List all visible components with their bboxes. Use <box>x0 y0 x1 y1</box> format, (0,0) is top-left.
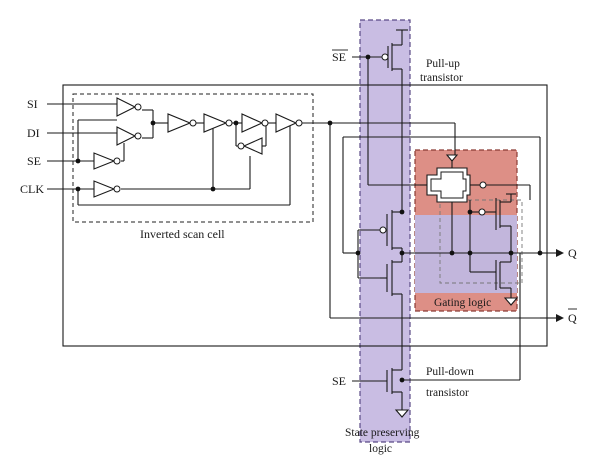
si-label: SI <box>27 97 38 111</box>
inverter-clk <box>93 180 116 198</box>
q-label: Q <box>568 246 577 260</box>
pullup-label-1: Pull-up <box>426 58 460 70</box>
di-label: DI <box>27 126 40 140</box>
scan-cell-box <box>72 93 314 223</box>
scan-cell-label: Inverted scan cell <box>140 227 225 241</box>
pulldown-label-1: Pull-down <box>426 366 474 378</box>
q-bar-label: Q <box>568 311 577 325</box>
transmission-gate <box>426 167 471 203</box>
tristate-out <box>275 113 298 133</box>
tristate-latch <box>203 113 228 133</box>
pulldown-label-2: transistor <box>426 387 469 399</box>
outer-frame <box>62 84 548 347</box>
tristate-di <box>116 126 137 146</box>
inverter-1 <box>167 113 192 133</box>
ground-symbol-pulldown <box>394 409 410 418</box>
scan-cell-gates <box>93 97 303 198</box>
state-preserving-label-2: logic <box>369 443 392 455</box>
overlap-region <box>415 215 517 293</box>
ground-symbol-gating <box>503 297 519 306</box>
se-bottom-label: SE <box>332 374 346 388</box>
pullup-label-2: transistor <box>420 72 463 84</box>
se-input-label: SE <box>27 154 41 168</box>
se-bar-label: SE <box>332 50 346 64</box>
tristate-si <box>116 97 137 117</box>
transmission-gate-arrow <box>445 154 459 162</box>
transmission-gate-inner <box>430 171 467 199</box>
state-preserving-label-1: State preserving <box>345 427 420 439</box>
output-arrows <box>540 249 564 322</box>
right-circuit-wires <box>342 29 558 410</box>
inverter-2 <box>241 113 264 133</box>
gating-logic-label: Gating logic <box>434 297 491 309</box>
scan-cell-wires <box>47 103 555 319</box>
clk-label: CLK <box>20 182 44 196</box>
inverter-se <box>93 152 116 170</box>
feedback-tristate <box>242 137 263 155</box>
scan-cell-junctions <box>75 120 333 192</box>
inner-dashed-box <box>439 199 523 284</box>
